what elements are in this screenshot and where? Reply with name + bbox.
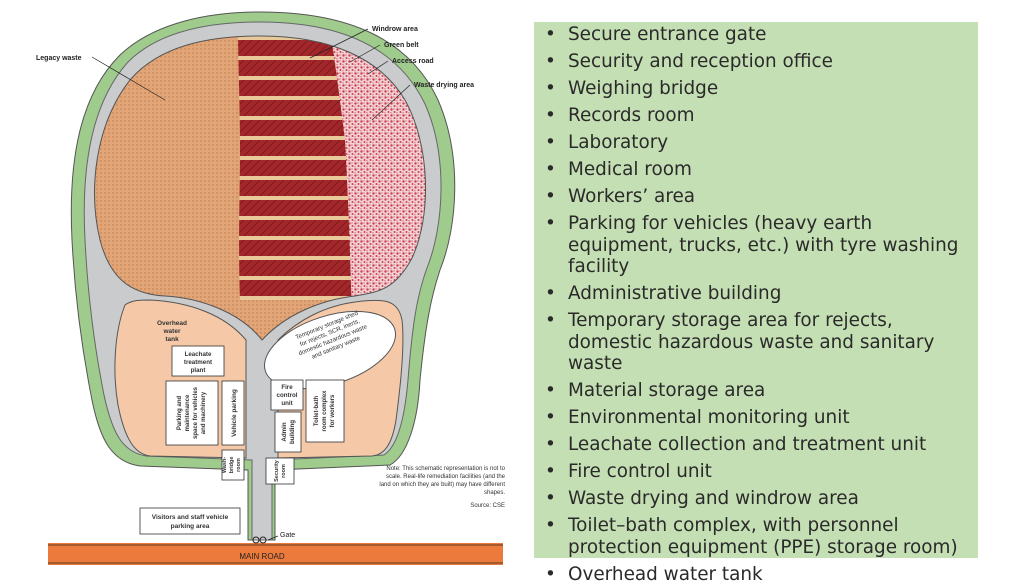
windrow-area xyxy=(238,30,352,300)
access-road-callout: Access road xyxy=(392,58,434,65)
facility-item: Laboratory xyxy=(534,132,972,154)
toilet-bath-line-3: for workers xyxy=(330,394,336,427)
source-text: Source: CSE xyxy=(470,503,505,509)
toilet-bath-line-2: room complex xyxy=(322,390,328,432)
fire-control-line-2: control xyxy=(277,392,298,399)
visitors-line-1: Visitors and staff vehicle xyxy=(152,514,229,521)
site-layout-diagram: MAIN ROAD Temporary storage shed for rej… xyxy=(0,0,520,576)
security-room xyxy=(266,458,294,484)
green-belt-callout: Green belt xyxy=(384,42,419,49)
wash-bridge-line-1: Wash- xyxy=(222,457,228,473)
visitors-parking-area xyxy=(140,508,240,534)
parking-maint-line-2: maintenance xyxy=(185,394,191,431)
windrow-area-callout: Windrow area xyxy=(372,26,418,33)
facility-item: Overhead water tank xyxy=(534,564,972,585)
facility-item: Weighing bridge xyxy=(534,78,972,100)
facility-item: Workers’ area xyxy=(534,186,972,208)
facility-item: Records room xyxy=(534,105,972,127)
facility-item: Medical room xyxy=(534,159,972,181)
fire-control-line-1: Fire xyxy=(281,384,293,391)
overhead-tank-line-3: tank xyxy=(165,336,179,343)
facility-item: Leachate collection and treatment unit xyxy=(534,434,972,456)
vehicle-parking-label: Vehicle parking xyxy=(231,389,238,437)
parking-maintenance-space xyxy=(166,381,218,445)
security-line-2: room xyxy=(281,464,287,478)
note-line-4: shapes. xyxy=(484,490,505,496)
admin-line-1: Admin xyxy=(281,422,288,441)
parking-maint-line-1: Parking and xyxy=(177,395,183,430)
visitors-line-2: parking area xyxy=(171,523,210,530)
facility-item: Waste drying and windrow area xyxy=(534,488,972,510)
facilities-list: Secure entrance gate Security and recept… xyxy=(534,22,978,585)
note-line-1: Note: This schematic representation is n… xyxy=(386,466,505,472)
parking-maint-line-4: and machinery xyxy=(201,391,207,434)
gate-label: Gate xyxy=(280,532,295,539)
wash-bridge-line-2: bridge xyxy=(229,457,235,474)
main-road-label: MAIN ROAD xyxy=(239,552,285,561)
parking-maint-line-3: space for vehicles xyxy=(193,386,199,439)
note-line-3: land on which they are built) may have d… xyxy=(379,482,505,488)
overhead-tank-line-1: Overhead xyxy=(157,320,187,327)
note-text: Note: This schematic representation is n… xyxy=(379,466,505,509)
fire-control-line-3: unit xyxy=(281,400,292,407)
facility-item: Administrative building xyxy=(534,283,972,305)
facility-item: Material storage area xyxy=(534,380,972,402)
site-layout-svg: MAIN ROAD Temporary storage shed for rej… xyxy=(0,0,520,576)
leachate-line-2: treatment xyxy=(184,359,212,366)
legacy-waste-callout: Legacy waste xyxy=(36,55,82,62)
facility-item: Security and reception office xyxy=(534,51,972,73)
admin-line-2: building xyxy=(289,420,296,444)
facility-item: Temporary storage area for rejects, dome… xyxy=(534,310,972,375)
facility-item: Secure entrance gate xyxy=(534,24,972,46)
waste-drying-callout: Waste drying area xyxy=(414,82,474,89)
security-line-1: Security xyxy=(274,459,280,482)
overhead-tank-line-2: water xyxy=(163,328,181,335)
leachate-line-1: Leachate xyxy=(185,351,212,358)
admin-building xyxy=(275,412,301,452)
note-line-2: scale. Real-life remediation facilities … xyxy=(386,474,506,480)
leachate-line-3: plant xyxy=(191,367,206,374)
facilities-panel: Secure entrance gate Security and recept… xyxy=(534,22,978,558)
facility-item: Parking for vehicles (heavy earth equipm… xyxy=(534,213,972,278)
wash-bridge-line-3: room xyxy=(236,458,242,472)
toilet-bath-line-1: Toilet-bath xyxy=(314,396,320,427)
facility-item: Environmental monitoring unit xyxy=(534,407,972,429)
facility-item: Fire control unit xyxy=(534,461,972,483)
facility-item: Toilet–bath complex, with personnel prot… xyxy=(534,515,972,558)
